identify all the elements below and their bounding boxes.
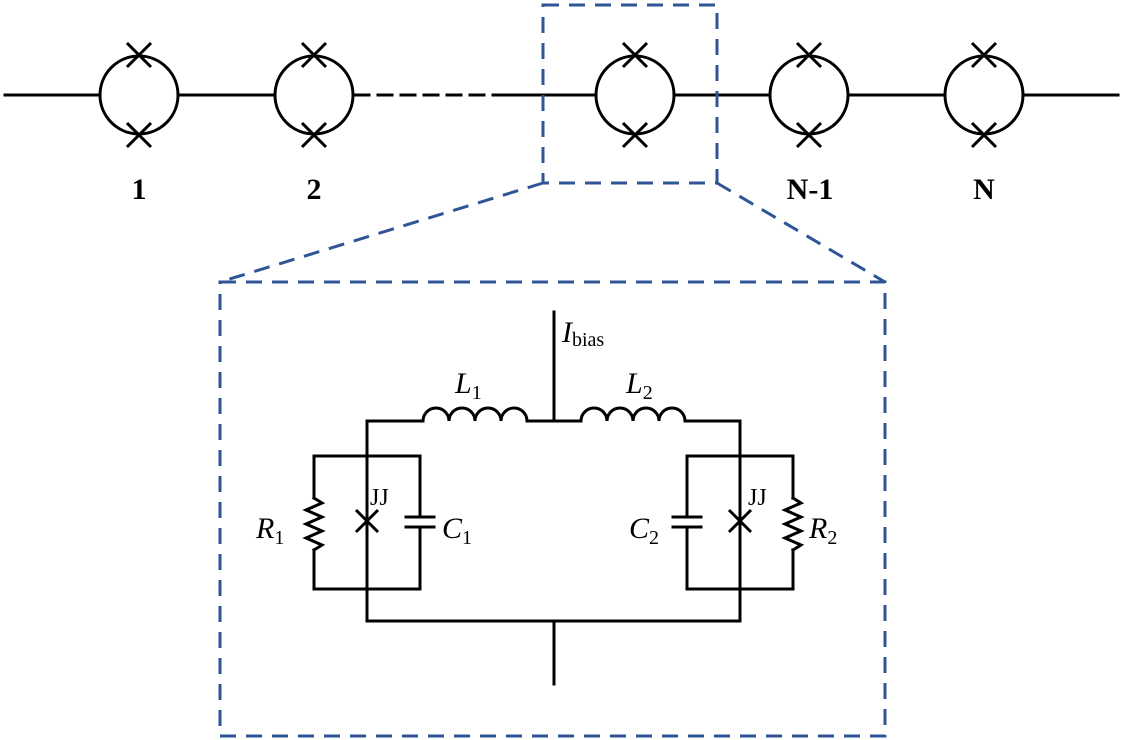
squid-2-icon: [273, 41, 355, 149]
resistor-r1-icon: [302, 495, 326, 553]
bias-current-label: Ibias: [561, 316, 604, 351]
squid-circuit: [302, 310, 805, 686]
junction-jj1-label: JJ: [370, 485, 389, 511]
squid-1-icon: [98, 41, 180, 149]
squid-label-n-1: N-1: [787, 173, 834, 206]
capacitor-c2-label: C2: [629, 512, 659, 549]
junction-jj1-icon: [354, 508, 380, 534]
squid-zoomed-icon: [594, 41, 676, 149]
junction-jj2-icon: [727, 508, 753, 534]
squid-label-1: 1: [132, 173, 147, 206]
zoom-line-right: [716, 181, 886, 284]
resistor-r1-label: R1: [255, 512, 284, 549]
squid-label-2: 2: [307, 173, 322, 206]
squid-n-1-icon: [768, 41, 850, 149]
zoom-frame: [218, 3, 887, 738]
squid-array-chain: 1 2 N-1 N: [3, 41, 1120, 206]
squid-label-n: N: [973, 173, 995, 206]
zoom-source-box: [541, 3, 719, 185]
inductor-l1-label: L1: [454, 367, 482, 404]
resistor-r2-icon: [781, 495, 805, 553]
zoom-detail-box: [218, 280, 887, 738]
squid-n-icon: [943, 41, 1025, 149]
zoom-line-left: [219, 181, 544, 284]
circuit-labels: Ibias L1 L2 R1 R2 C1 C2 JJ JJ: [255, 316, 837, 549]
inductor-l2-icon: [579, 406, 687, 423]
resistor-r2-label: R2: [808, 512, 837, 549]
junction-jj2-label: JJ: [748, 485, 767, 511]
inductor-l1-icon: [421, 406, 529, 423]
inductor-l2-label: L2: [625, 367, 653, 404]
capacitor-c1-label: C1: [442, 512, 472, 549]
